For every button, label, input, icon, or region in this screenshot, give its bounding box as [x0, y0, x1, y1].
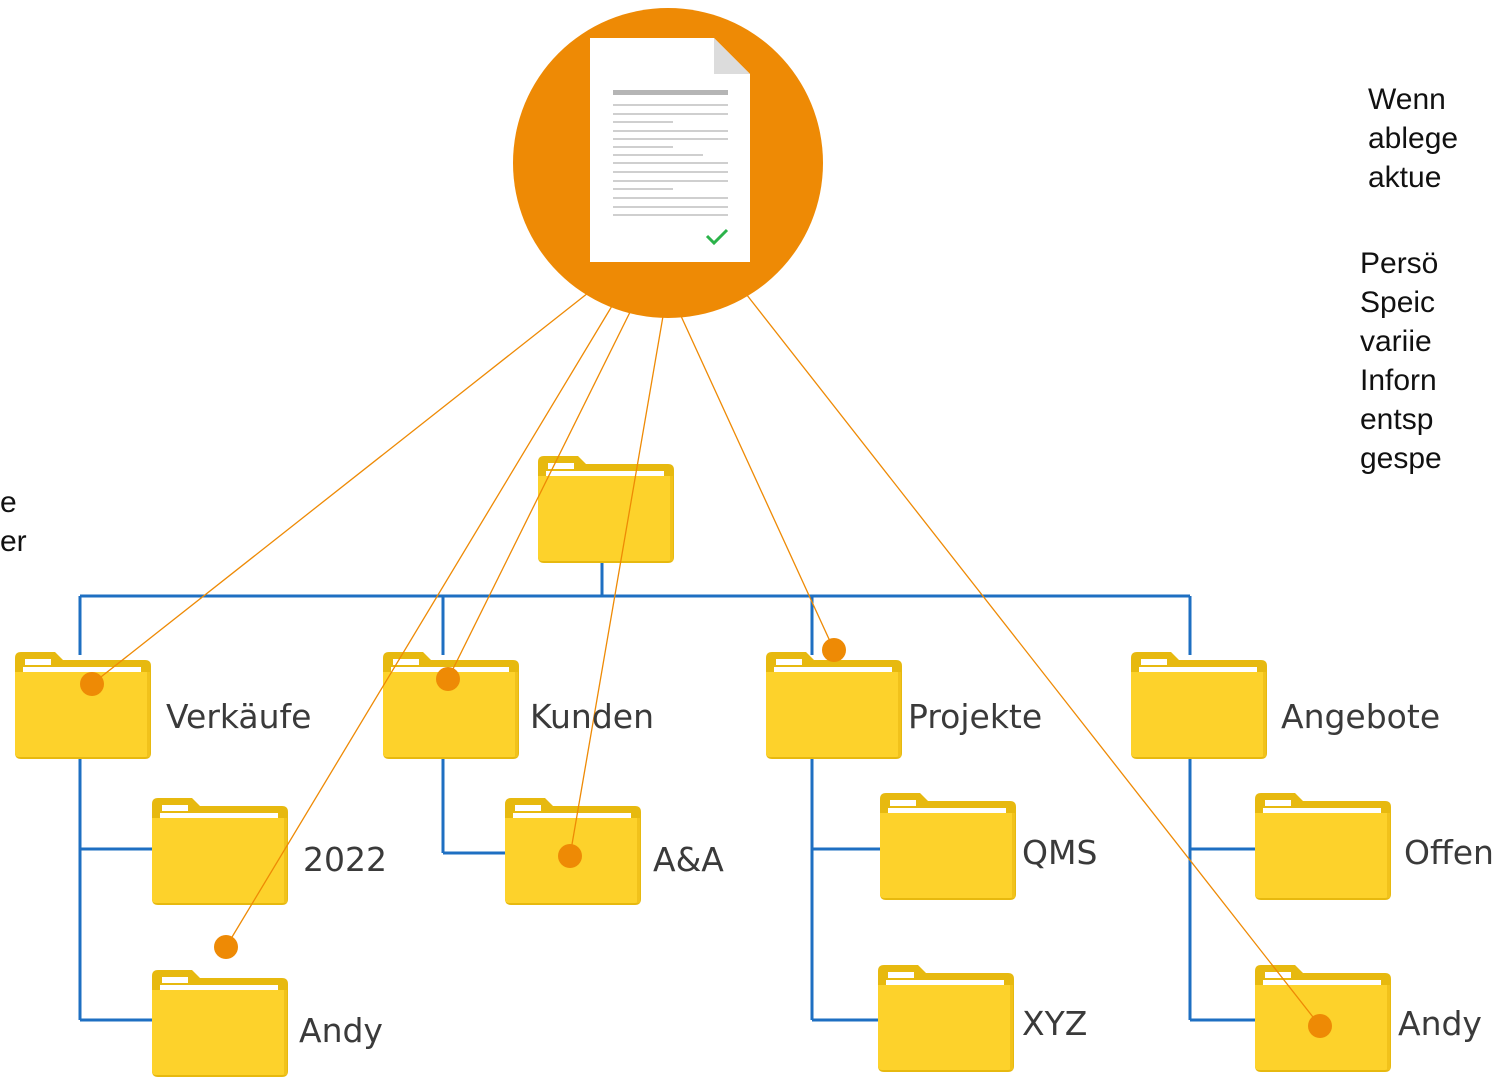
link-overlay [80, 8, 1332, 1038]
folder-label-andy-left: Andy [299, 1011, 383, 1050]
folder-label-aa: A&A [653, 840, 724, 879]
folder-kunden-icon[interactable] [383, 652, 519, 759]
folder-tree-diagram [78, 562, 1255, 1022]
folder-label-2022: 2022 [303, 840, 387, 879]
folder-offen-icon[interactable] [1255, 793, 1391, 900]
right-text-paragraph-1: Wenn ablege aktue [1368, 83, 1459, 194]
folder-label-projekte: Projekte [908, 697, 1043, 736]
tree-lines [78, 562, 1255, 1022]
folder-2022-icon[interactable] [152, 798, 288, 905]
checkmark-icon [705, 228, 729, 246]
folder-root-icon[interactable] [538, 456, 674, 563]
folder-verkaeufe-icon[interactable] [15, 652, 151, 759]
orange-links [91, 275, 1321, 1027]
document-icon [590, 38, 750, 262]
folder-label-offen: Offen [1404, 833, 1494, 872]
folder-projekte-icon[interactable] [766, 652, 902, 759]
folder-label-verkaeufe: Verkäufe [166, 697, 312, 736]
right-text-paragraph-2: Persö Speic variie Inforn entsp gespe [1360, 247, 1442, 475]
left-text-fragment: e er [0, 486, 27, 558]
folder-label-kunden: Kunden [530, 697, 654, 736]
folder-label-andy-right: Andy [1398, 1004, 1482, 1043]
folder-label-qms: QMS [1022, 833, 1098, 872]
folder-label-xyz: XYZ [1022, 1004, 1088, 1043]
folder-angebote-icon[interactable] [1131, 652, 1267, 759]
link-dots [80, 638, 1332, 1038]
folder-qms-icon[interactable] [880, 793, 1016, 900]
folder-label-angebote: Angebote [1281, 697, 1441, 736]
